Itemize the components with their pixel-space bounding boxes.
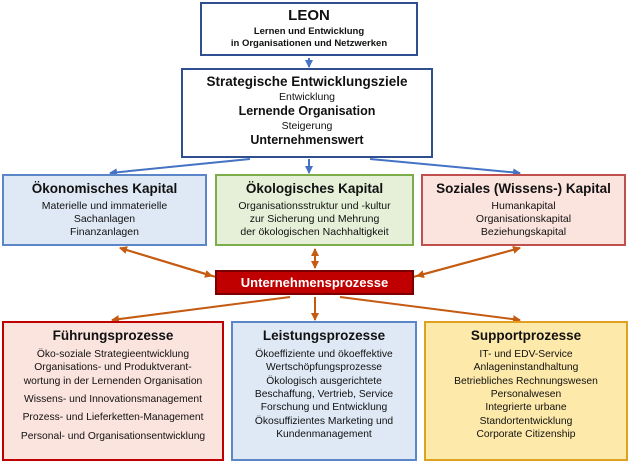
economic-capital-line: Sachanlagen	[73, 213, 136, 225]
support-process-item: Personalwesen	[490, 389, 562, 400]
support-processes-box: Supportprozesse IT- und EDV-Service Anla…	[424, 321, 628, 461]
strategic-line-4: Unternehmenswert	[250, 132, 364, 147]
arrow-strategic-to-eco	[109, 158, 251, 177]
service-process-item: Ökoeffiziente und ökoeffektive	[255, 348, 393, 360]
service-process-item: Ökologisch ausgerichtete	[266, 375, 382, 387]
support-process-item: Integrierte urbane	[485, 402, 567, 414]
service-process-item: Ökosuffizientes Marketing und	[254, 415, 394, 427]
support-process-item: Betriebliches Rechnungswesen	[454, 375, 598, 387]
leon-line-2: in Organisationen und Netzwerken	[230, 37, 388, 49]
economic-capital-line: Materielle und immaterielle	[41, 199, 168, 212]
support-process-item: IT- und EDV-Service	[479, 348, 573, 360]
economic-capital-title: Ökonomisches Kapital	[31, 181, 178, 196]
social-capital-line: Humankapital	[491, 199, 556, 212]
management-process-item: Öko-soziale Strategieentwicklung	[36, 348, 190, 360]
social-capital-line: Organisationskapital	[475, 213, 572, 225]
ecological-capital-line: zur Sicherung und Mehrung	[249, 213, 380, 225]
strategic-line-3: Steigerung	[281, 119, 333, 132]
arrow-up-to-sp	[339, 296, 521, 324]
management-process-item: Organisations- und Produktverant-	[34, 362, 192, 374]
social-capital-box: Soziales (Wissens-) Kapital Humankapital…	[421, 174, 626, 246]
management-process-item: Prozess- und Lieferketten-Management	[22, 412, 204, 424]
arrow-eco-to-up	[119, 247, 213, 278]
management-processes-title: Führungsprozesse	[52, 328, 174, 343]
support-process-item: Standortentwicklung	[479, 415, 573, 427]
management-process-item: Wissens- und Innovationsmanagement	[23, 394, 202, 405]
economic-capital-box: Ökonomisches Kapital Materielle und imma…	[2, 174, 207, 246]
strategic-goals-box: Strategische Entwicklungsziele Entwicklu…	[181, 68, 433, 158]
strategic-line-2: Lernende Organisation	[238, 104, 376, 118]
strategic-line-1: Entwicklung	[278, 90, 336, 103]
leon-line-1: Lernen und Entwicklung	[253, 25, 365, 37]
ecological-capital-line: Organisationsstruktur und -kultur	[238, 199, 391, 212]
strategic-title: Strategische Entwicklungsziele	[206, 74, 408, 89]
ecological-capital-box: Ökologisches Kapital Organisationsstrukt…	[215, 174, 414, 246]
arrow-soz-to-up	[416, 247, 521, 279]
social-capital-title: Soziales (Wissens-) Kapital	[436, 181, 611, 196]
ecological-capital-line: der ökologischen Nachhaltigkeit	[240, 226, 389, 239]
service-processes-box: Leistungsprozesse Ökoeffiziente und ökoe…	[231, 321, 417, 461]
support-processes-title: Supportprozesse	[470, 328, 582, 343]
support-process-item: Corporate Citizenship	[476, 429, 576, 441]
management-processes-box: Führungsprozesse Öko-soziale Strategieen…	[2, 321, 224, 461]
arrow-strategic-to-soz	[369, 158, 521, 177]
leon-title: LEON	[288, 7, 330, 24]
support-process-item: Anlageninstandhaltung	[473, 362, 579, 374]
management-process-item: Personal- und Organisationsentwicklung	[20, 430, 206, 442]
management-process-item: wortung in der Lernenden Organisation	[23, 375, 203, 387]
business-processes-box: Unternehmensprozesse	[215, 270, 414, 295]
ecological-capital-title: Ökologisches Kapital	[245, 181, 384, 196]
service-process-item: Wertschöpfungsprozesse	[266, 362, 382, 374]
arrow-up-to-fp	[111, 296, 291, 324]
service-process-item: Kundenmanagement	[276, 429, 372, 441]
service-process-item: Beschaffung, Vertrieb, Service	[254, 389, 394, 400]
service-processes-title: Leistungsprozesse	[262, 328, 386, 343]
economic-capital-line: Finanzanlagen	[70, 226, 139, 239]
leon-box: LEON Lernen und Entwicklung in Organisat…	[200, 2, 418, 56]
service-process-item: Forschung und Entwicklung	[260, 402, 388, 414]
social-capital-line: Beziehungskapital	[480, 226, 567, 239]
